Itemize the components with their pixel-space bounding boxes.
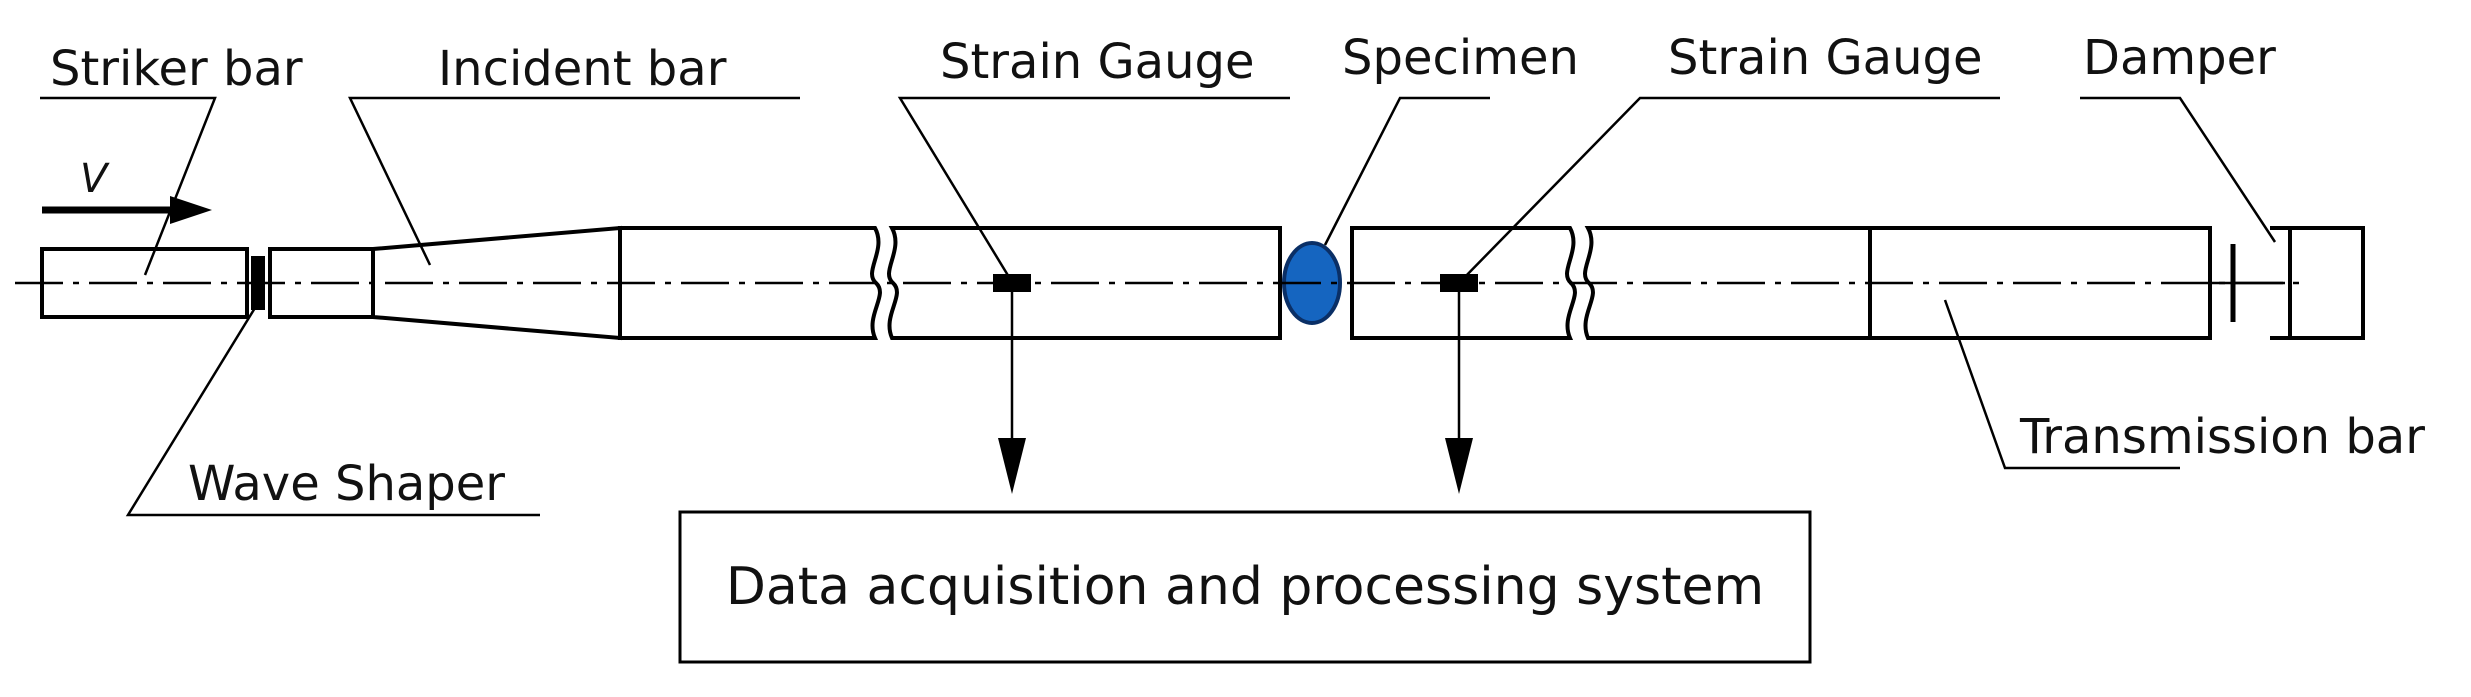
data-system-label: Data acquisition and processing system bbox=[726, 557, 1764, 617]
strain-gauge-right-leader bbox=[1459, 96, 2000, 283]
strain-gauge-left-leader bbox=[897, 96, 1290, 283]
wave-shaper-leader bbox=[125, 302, 540, 517]
wave-shaper-label: Wave Shaper bbox=[188, 456, 505, 512]
damper-label: Damper bbox=[2083, 30, 2276, 86]
incident-bar-leader bbox=[348, 96, 800, 266]
striker-bar bbox=[40, 247, 249, 319]
striker-bar-leader bbox=[40, 96, 217, 276]
damper-leader bbox=[2080, 96, 2277, 243]
specimen-label: Specimen bbox=[1342, 30, 1579, 86]
strain-gauge-right-label: Strain Gauge bbox=[1668, 30, 1982, 86]
transmission-bar-label: Transmission bar bbox=[2019, 409, 2425, 465]
data-system-box bbox=[678, 510, 1812, 664]
damper bbox=[2288, 226, 2365, 340]
signal-arrowhead-left-icon bbox=[998, 438, 1026, 494]
transmission-bar-leader bbox=[1943, 299, 2180, 470]
velocity-arrowhead-icon bbox=[170, 196, 212, 224]
velocity-label: V bbox=[80, 156, 110, 202]
specimen-leader bbox=[1323, 96, 1490, 246]
striker-bar-label: Striker bar bbox=[50, 41, 303, 97]
incident-bar-label: Incident bar bbox=[438, 41, 727, 97]
signal-arrowhead-right-icon bbox=[1445, 438, 1473, 494]
strain-gauge-left-label: Strain Gauge bbox=[940, 34, 1254, 90]
